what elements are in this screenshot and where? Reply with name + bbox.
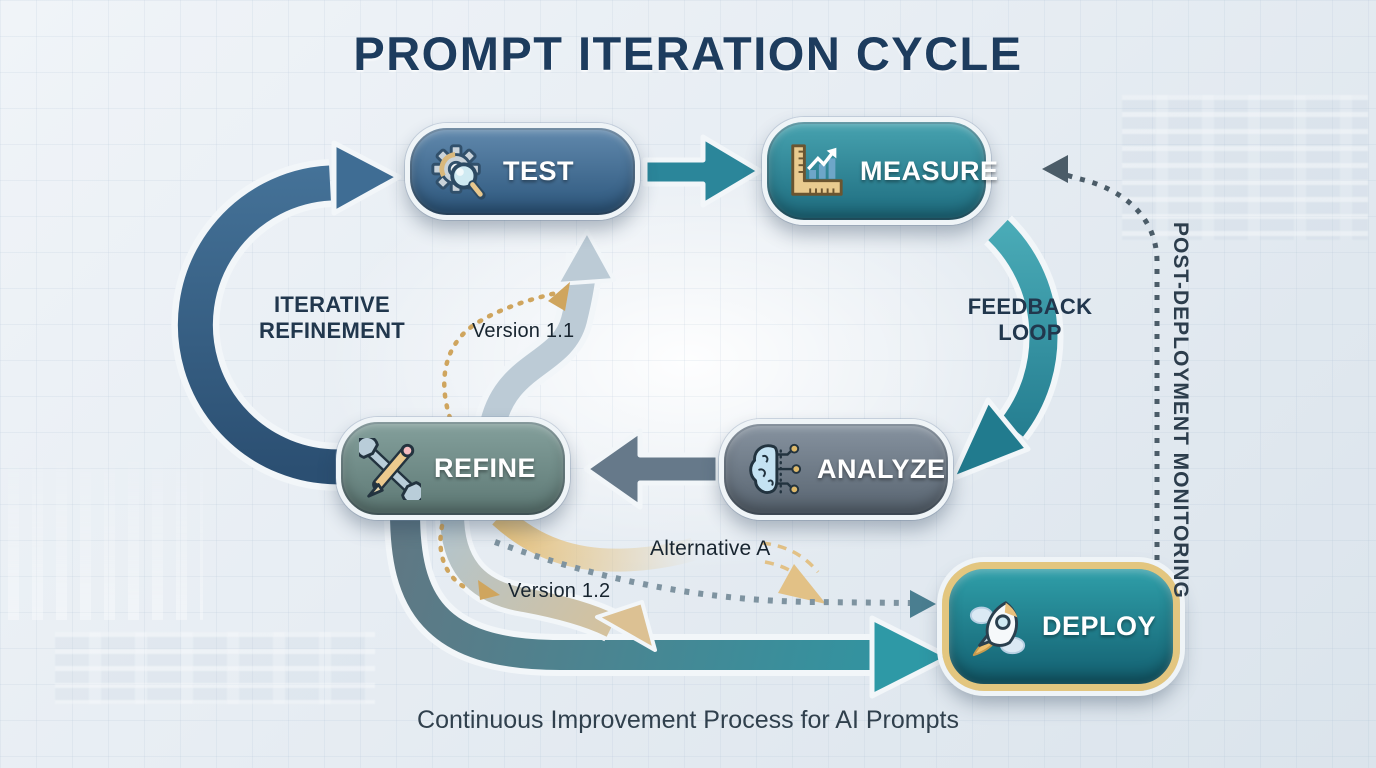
dashed-arrow-version-1-1 xyxy=(442,282,570,421)
iterative-refinement-line2: REFINEMENT xyxy=(259,317,405,343)
wrench-pencil-icon xyxy=(359,437,421,500)
node-test-label: TEST xyxy=(503,156,575,186)
caption: Continuous Improvement Process for AI Pr… xyxy=(417,706,959,734)
node-measure: MEASURE xyxy=(762,117,998,225)
arrow-refine-to-deploy xyxy=(384,511,952,699)
dashed-arrow-alternative-a xyxy=(761,541,826,604)
arrow-measure-to-analyze-loop xyxy=(949,215,1064,482)
alternative-a-label: Alternative A xyxy=(650,537,771,560)
arrow-test-to-measure xyxy=(642,134,763,208)
node-test: TEST xyxy=(405,123,640,220)
node-analyze-label: ANALYZE xyxy=(817,454,946,484)
page-title: PROMPT ITERATION CYCLE xyxy=(353,27,1023,80)
feedback-loop-line2: LOOP xyxy=(998,319,1062,345)
node-measure-label: MEASURE xyxy=(860,155,999,186)
feedback-loop-line1: FEEDBACK xyxy=(967,294,1093,319)
rocket-icon xyxy=(967,596,1029,658)
arrow-refine-version-1-2 xyxy=(435,513,657,652)
version-1-2-label: Version 1.2 xyxy=(508,580,611,602)
node-analyze: ANALYZE xyxy=(719,419,953,520)
arrow-analyze-to-refine xyxy=(583,428,721,510)
iterative-refinement-label: ITERATIVE REFINEMENT xyxy=(233,292,431,344)
iterative-refinement-line1: ITERATIVE xyxy=(274,292,390,317)
dashed-arrow-version-1-2 xyxy=(438,523,500,600)
dotted-line-refine-to-deploy xyxy=(493,539,936,618)
arrow-refine-to-test-version xyxy=(473,229,616,433)
arrow-refine-alternative-a xyxy=(492,507,698,572)
node-deploy-label: DEPLOY xyxy=(1042,611,1157,641)
ruler-chart-icon xyxy=(785,140,847,202)
gear-magnifier-icon xyxy=(428,141,490,203)
feedback-loop-label: FEEDBACK LOOP xyxy=(950,294,1110,346)
node-refine: REFINE xyxy=(336,417,570,520)
version-1-1-label: Version 1.1 xyxy=(472,320,575,342)
dashed-line-deploy-to-measure xyxy=(1042,155,1160,560)
node-deploy: DEPLOY xyxy=(942,562,1180,691)
post-deployment-monitoring-label: POST-DEPLOYMENT MONITORING xyxy=(1169,222,1192,599)
arrow-refine-to-test-loop xyxy=(171,140,420,491)
node-refine-label: REFINE xyxy=(434,453,537,483)
brain-circuit-icon xyxy=(742,439,804,501)
